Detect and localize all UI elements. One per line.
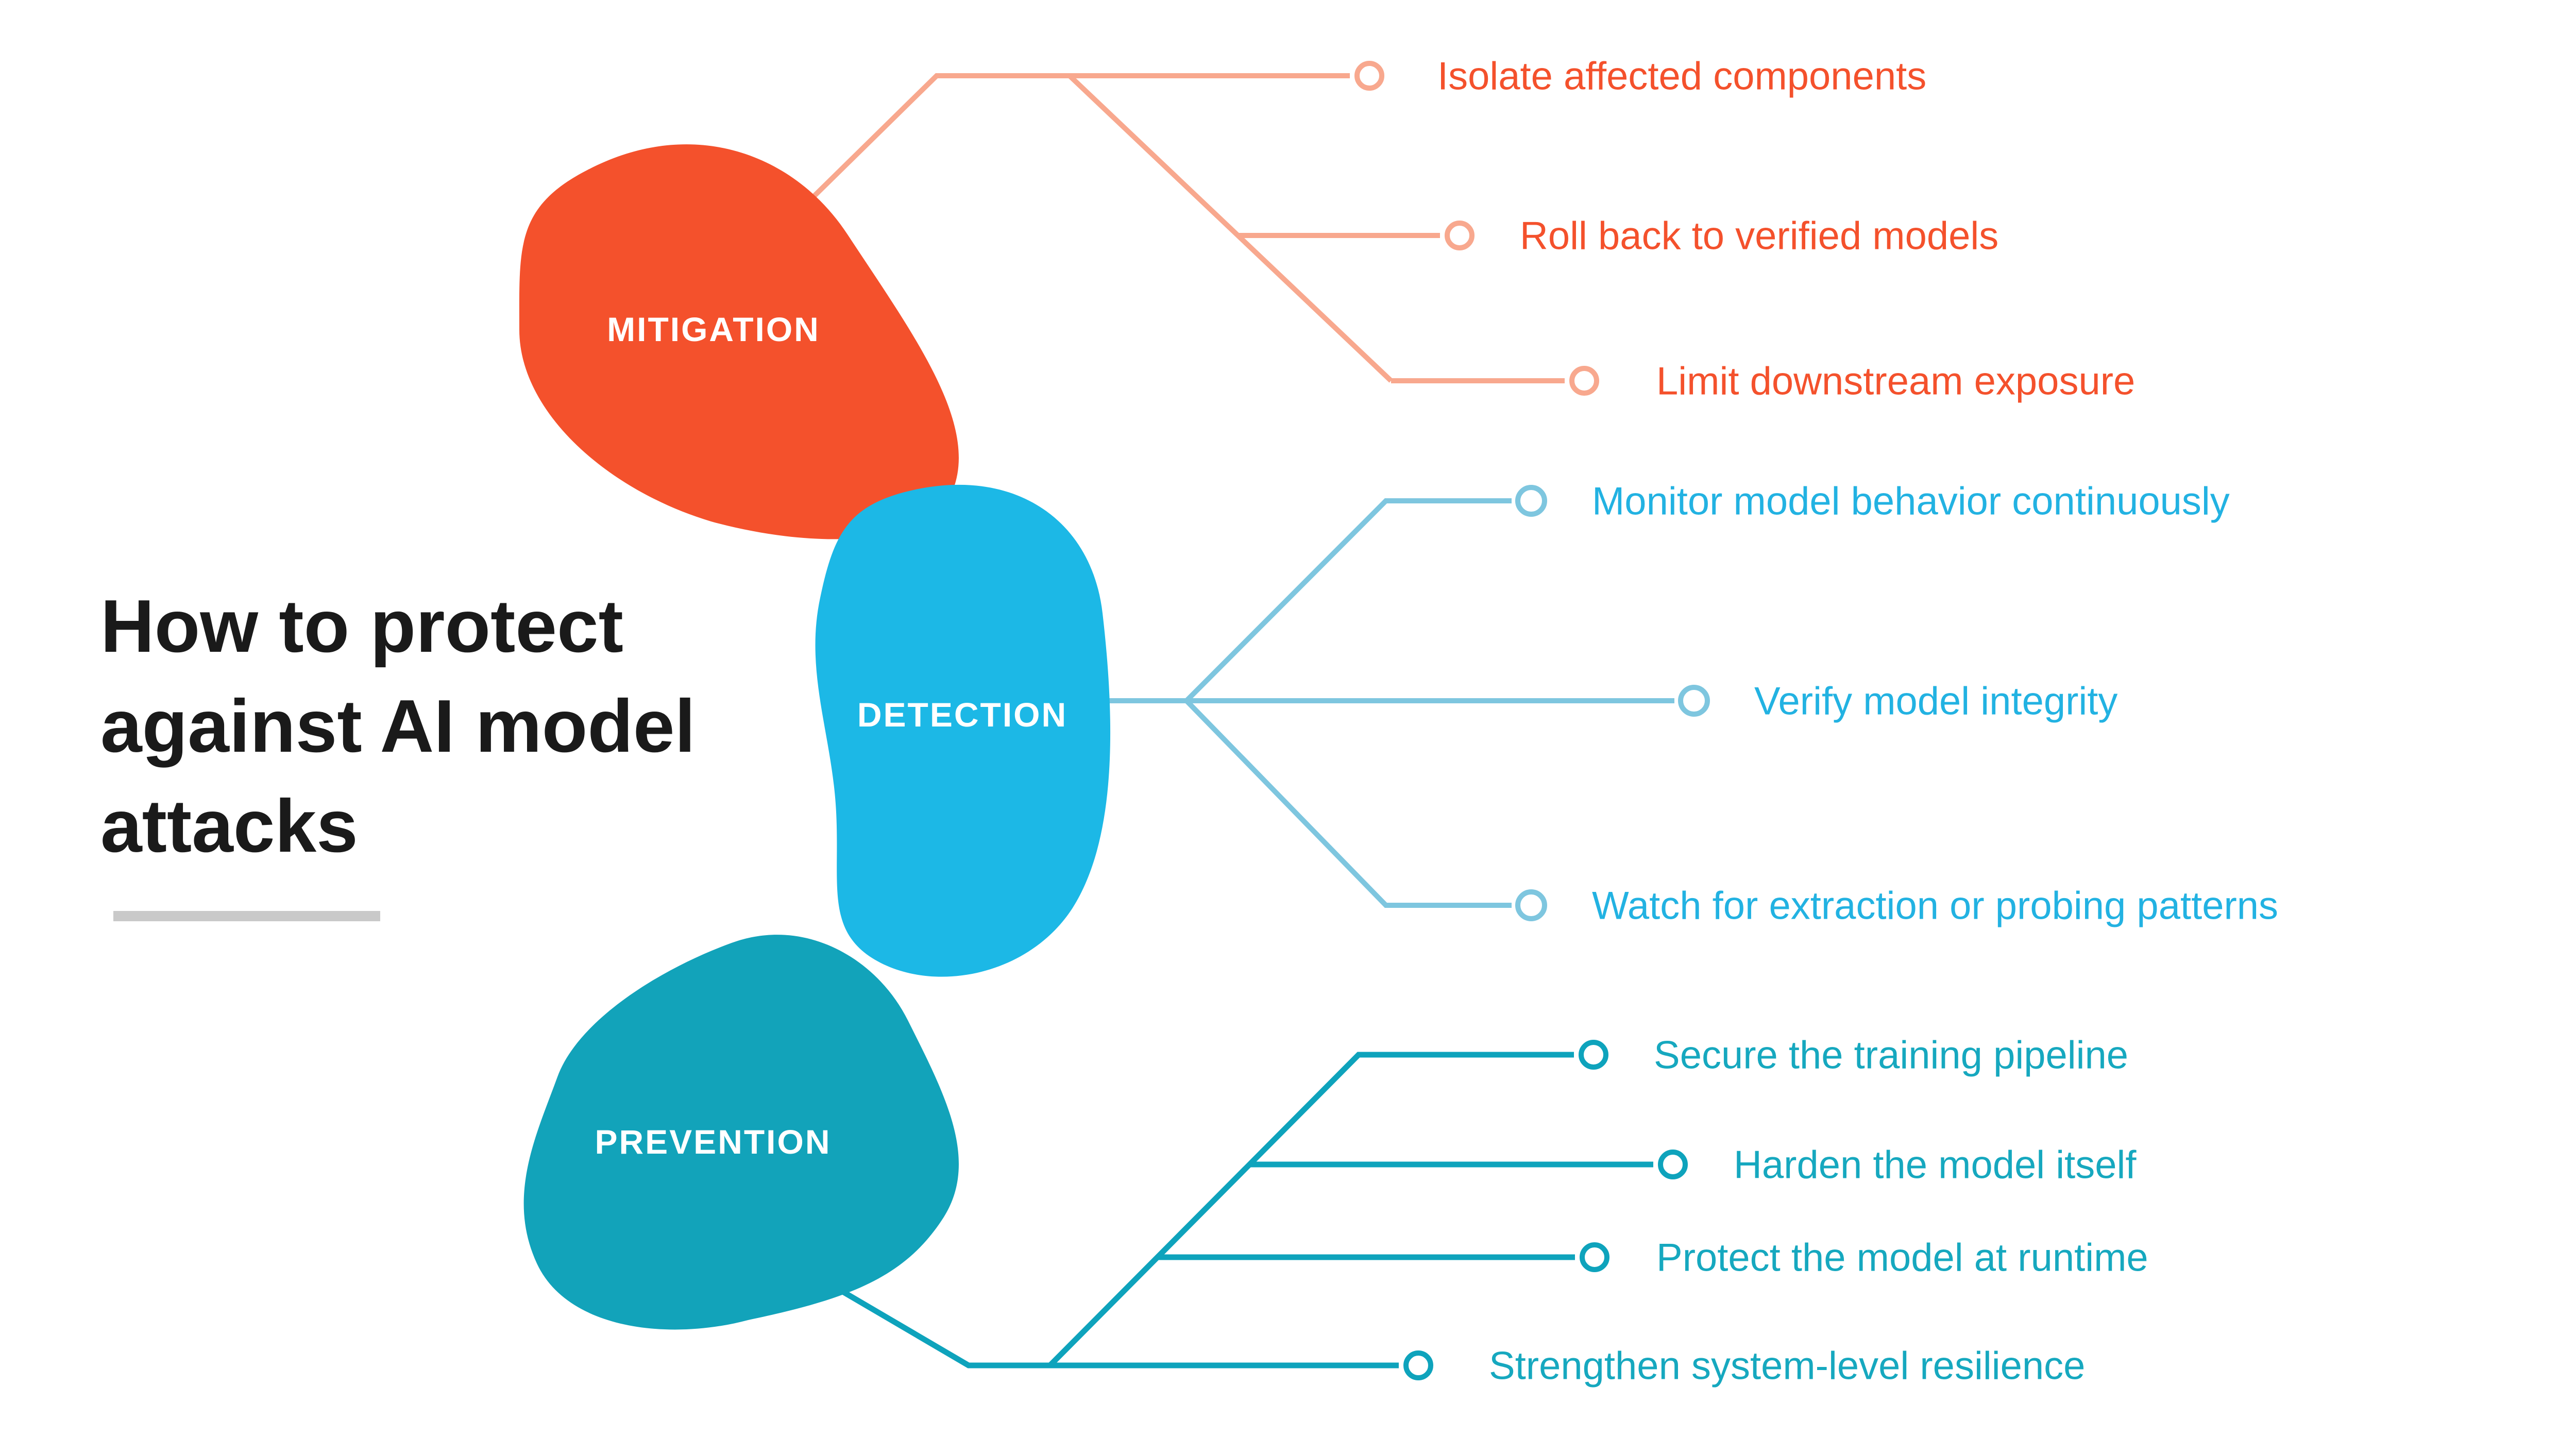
branch-detection: DETECTION Monitor model behavior continu… [815,480,2278,977]
branch-mitigation: MITIGATION Isolate affected components R… [519,55,2135,539]
item-protect-model-at-runtime: Protect the model at runtime [1656,1236,2148,1280]
node-circle [1569,366,1599,396]
title-line-2: against AI model [100,684,696,768]
node-circle [1403,1350,1433,1380]
item-limit-downstream-exposure: Limit downstream exposure [1656,360,2135,403]
node-circle [1580,1242,1609,1272]
detection-blob-label: DETECTION [857,696,1067,734]
mitigation-blob [519,144,959,539]
connector-line [1184,699,1512,908]
prevention-blob-label: PREVENTION [595,1123,831,1161]
title-line-3: attacks [100,784,358,868]
item-verify-model-integrity: Verify model integrity [1754,680,2117,723]
connector-line [818,1275,1399,1368]
prevention-blob [523,935,959,1330]
node-circle [1515,485,1547,517]
node-circle [1354,61,1384,91]
node-circle [1579,1040,1608,1070]
node-circle [1445,221,1475,250]
item-secure-training-pipeline: Secure the training pipeline [1654,1034,2128,1077]
node-circle [1658,1150,1688,1179]
item-watch-for-extraction: Watch for extraction or probing patterns [1592,884,2278,928]
title-line-1: How to protect [100,584,623,668]
mitigation-blob-label: MITIGATION [607,310,820,348]
item-isolate-affected-components: Isolate affected components [1437,55,1926,98]
detection-blob [815,484,1111,977]
connector-line [1067,74,1393,383]
page-title: How to protect against AI model attacks [100,584,696,921]
node-circle [1515,889,1547,921]
connector-line [1048,1052,1574,1367]
item-strengthen-system-resilience: Strengthen system-level resilience [1489,1344,2085,1388]
item-harden-the-model: Harden the model itself [1734,1143,2137,1187]
item-monitor-model-behavior: Monitor model behavior continuously [1592,480,2230,523]
item-roll-back-to-verified-models: Roll back to verified models [1520,214,1998,258]
branch-prevention: PREVENTION Secure the training pipeline … [523,935,2148,1388]
connector-line [791,73,1350,218]
connector-line [1184,498,1512,703]
title-underline [113,911,380,921]
node-circle [1678,685,1710,717]
